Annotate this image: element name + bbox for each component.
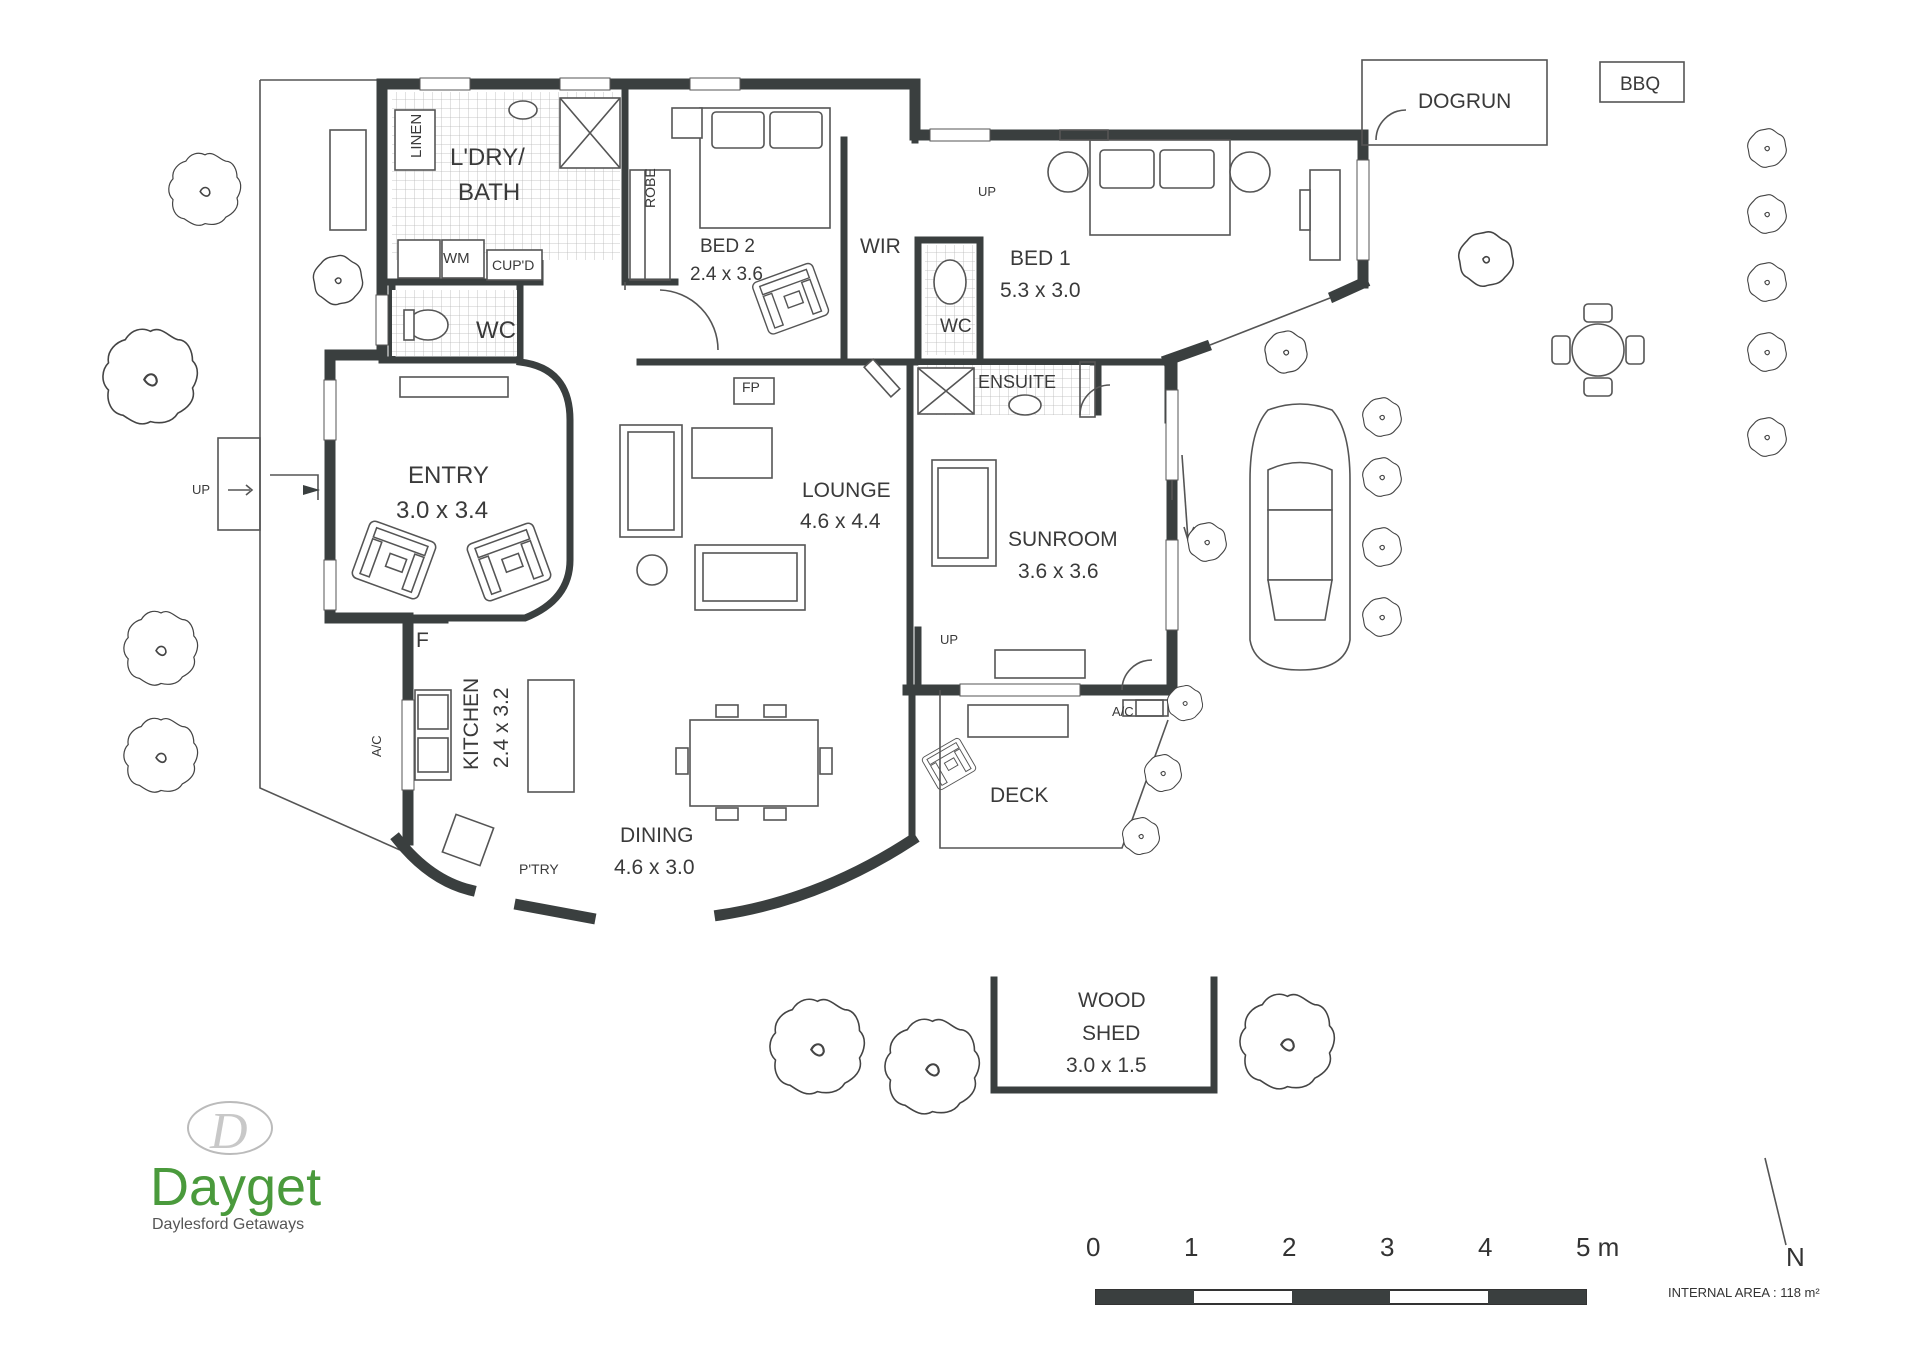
scale-tick-0: 0: [1086, 1232, 1100, 1262]
label-ldry-bath-line2: BATH: [458, 179, 520, 206]
outdoor-setting: [990, 59, 1685, 1094]
label-up-wir: UP: [978, 184, 996, 199]
scale-tick-3: 3: [1380, 1232, 1394, 1262]
scale-tick-5: 5 m: [1576, 1232, 1619, 1262]
scale-tick-1: 1: [1184, 1232, 1198, 1262]
brand-logo: D Dayget Daylesford Getaways: [150, 1101, 321, 1233]
label-kitchen-size: 2.4 x 3.2: [490, 687, 513, 768]
scale-bar: 0 1 2 3 4 5 m: [1086, 1232, 1619, 1305]
label-ldry-bath-line1: L'DRY/: [450, 144, 525, 171]
label-deck: DECK: [990, 784, 1048, 807]
label-woodshed-line1: WOOD: [1078, 989, 1146, 1012]
label-sunroom-size: 3.6 x 3.6: [1018, 560, 1099, 583]
scale-tick-2: 2: [1282, 1232, 1296, 1262]
north-label: N: [1786, 1242, 1805, 1272]
label-up-entry: UP: [192, 482, 210, 497]
site-boundary: [217, 79, 401, 851]
brand-monogram: D: [209, 1103, 248, 1160]
label-dining: DINING: [620, 824, 694, 847]
car: [1249, 403, 1351, 671]
label-bed1: BED 1: [1010, 247, 1071, 270]
label-wm: WM: [443, 250, 470, 267]
label-entry: ENTRY: [408, 462, 489, 489]
label-woodshed-line2: SHED: [1082, 1022, 1140, 1045]
label-ensuite: ENSUITE: [978, 372, 1056, 392]
scale-tick-4: 4: [1478, 1232, 1492, 1262]
brand-tagline: Daylesford Getaways: [152, 1216, 304, 1233]
label-wc-main: WC: [476, 317, 516, 344]
label-up-sunroom: UP: [940, 632, 958, 647]
label-woodshed-size: 3.0 x 1.5: [1066, 1054, 1147, 1077]
label-bed2-size: 2.4 x 3.6: [690, 264, 763, 285]
label-wc-ensuite: WC: [940, 316, 972, 337]
windows: [270, 77, 1370, 791]
label-robe: ROBE: [642, 168, 658, 208]
label-ac-right: A/C: [1112, 704, 1134, 719]
fixtures: [329, 97, 1341, 867]
label-linen: LINEN: [408, 114, 425, 158]
label-bed1-size: 5.3 x 3.0: [1000, 279, 1081, 302]
label-dogrun: DOGRUN: [1418, 90, 1511, 113]
room-labels: LINEN L'DRY/ BATH WM CUP'D WC ROBE BED 2…: [192, 74, 1660, 1077]
label-kitchen: KITCHEN: [460, 678, 483, 770]
label-cupd: CUP'D: [492, 257, 534, 273]
label-bed2: BED 2: [700, 236, 755, 257]
internal-area: INTERNAL AREA : 118 m²: [1668, 1285, 1820, 1300]
label-fp: FP: [742, 379, 760, 395]
label-fridge: F: [416, 629, 429, 652]
label-wir: WIR: [860, 235, 901, 258]
north-arrow: N: [1764, 1157, 1805, 1272]
label-ac-left: A/C: [369, 735, 384, 757]
label-lounge: LOUNGE: [802, 479, 891, 502]
label-pantry: P'TRY: [519, 861, 559, 877]
label-bbq: BBQ: [1620, 74, 1660, 95]
brand-name: Dayget: [150, 1157, 321, 1217]
label-sunroom: SUNROOM: [1008, 528, 1118, 551]
label-dining-size: 4.6 x 3.0: [614, 856, 695, 879]
label-entry-size: 3.0 x 3.4: [396, 497, 488, 524]
label-lounge-size: 4.6 x 4.4: [800, 510, 881, 533]
